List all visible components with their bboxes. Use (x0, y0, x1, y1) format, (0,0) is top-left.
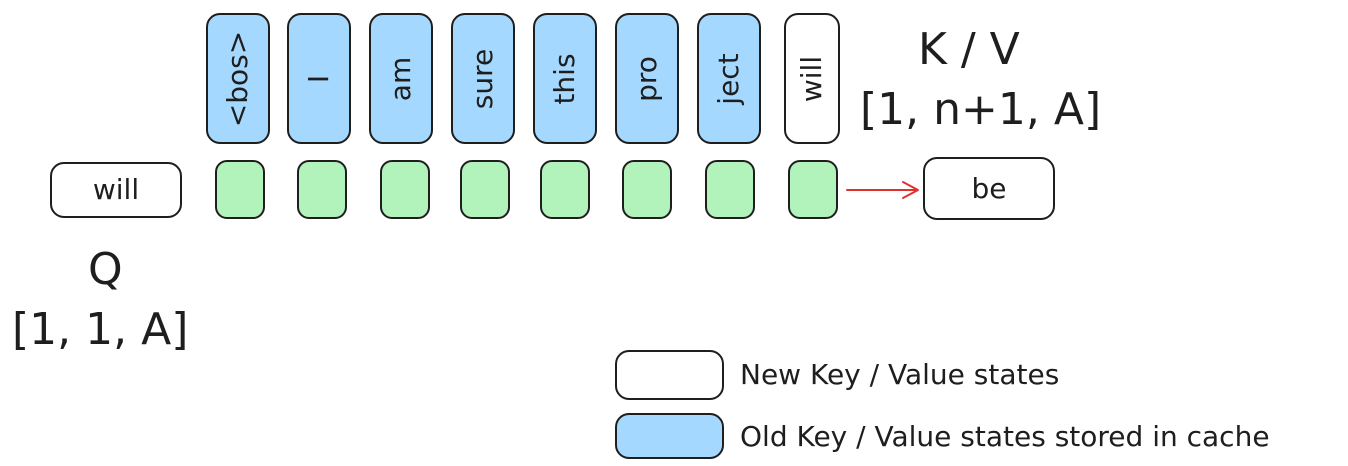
legend-new-swatch (615, 350, 724, 400)
kv-token-label: I (302, 74, 335, 83)
kv-token-i: I (287, 13, 351, 144)
kv-token-label: am (384, 56, 417, 101)
attention-cell (705, 160, 755, 219)
kv-token-ject: ject (697, 13, 761, 144)
kv-token-sure: sure (451, 13, 515, 144)
kv-shape-label: [1, n+1, A] (860, 84, 1102, 135)
kv-token-will: will (784, 13, 840, 144)
attention-cell (540, 160, 590, 219)
attention-cell (297, 160, 347, 219)
kv-token-am: am (369, 13, 433, 144)
kv-name-label: K / V (918, 24, 1020, 75)
legend-old-label: Old Key / Value states stored in cache (740, 420, 1270, 453)
kv-token-this: this (533, 13, 597, 144)
kv-token-label: ject (712, 52, 745, 105)
attention-cell (215, 160, 265, 219)
output-token-label: be (971, 171, 1007, 205)
legend-new-label: New Key / Value states (740, 358, 1060, 391)
kv-token-label: <bos> (221, 30, 254, 127)
arrow-right-icon (846, 181, 919, 199)
legend-old-swatch (615, 413, 724, 459)
kv-token-label: sure (466, 48, 499, 109)
output-token-box: be (923, 157, 1055, 220)
query-token-box: will (50, 162, 182, 218)
kv-token-pro: pro (615, 13, 679, 144)
attention-cell (460, 160, 510, 219)
kv-token-label: will (795, 55, 828, 102)
q-shape-label: [1, 1, A] (12, 304, 189, 355)
kv-token-label: this (548, 52, 581, 105)
attention-cell (788, 160, 838, 219)
kv-token-label: pro (630, 55, 663, 102)
attention-cell (622, 160, 672, 219)
attention-cell (380, 160, 430, 219)
kv-token-bos: <bos> (206, 13, 270, 144)
query-token-label: will (92, 173, 140, 206)
q-name-label: Q (88, 244, 123, 295)
